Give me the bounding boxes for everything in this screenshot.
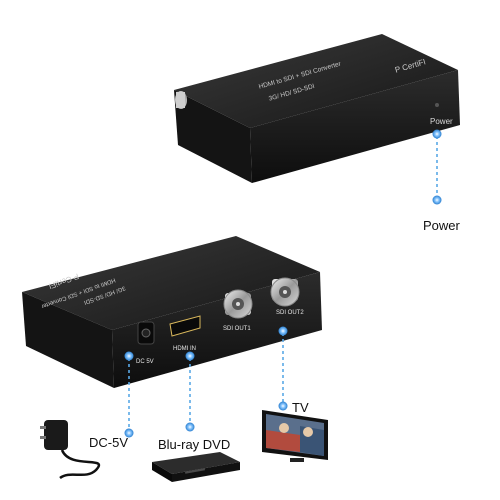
lower-device [22,236,322,388]
hdmi-port-icon [169,315,201,337]
callout-tv: TV [292,400,309,415]
bluray-player-icon [152,452,240,482]
power-led-icon [435,103,439,107]
port-label-sdi2: SDI OUT2 [276,310,304,316]
upper-device [174,34,460,183]
power-led-label: Power [430,117,453,126]
callout-lines [128,136,438,432]
dc-adapter-icon [40,420,100,480]
callout-power: Power [423,218,460,233]
bnc-connector-icon [223,277,300,319]
callout-dc: DC-5V [89,435,129,450]
port-label-sdi1: SDI OUT1 [223,326,251,332]
tv-icon [262,410,328,462]
port-label-dc: DC 5V [136,359,154,365]
callout-bluray: Blu-ray DVD [158,437,231,452]
callout-dots [124,129,442,438]
port-label-hdmi: HDMI IN [173,346,196,352]
dc-port [137,321,155,345]
